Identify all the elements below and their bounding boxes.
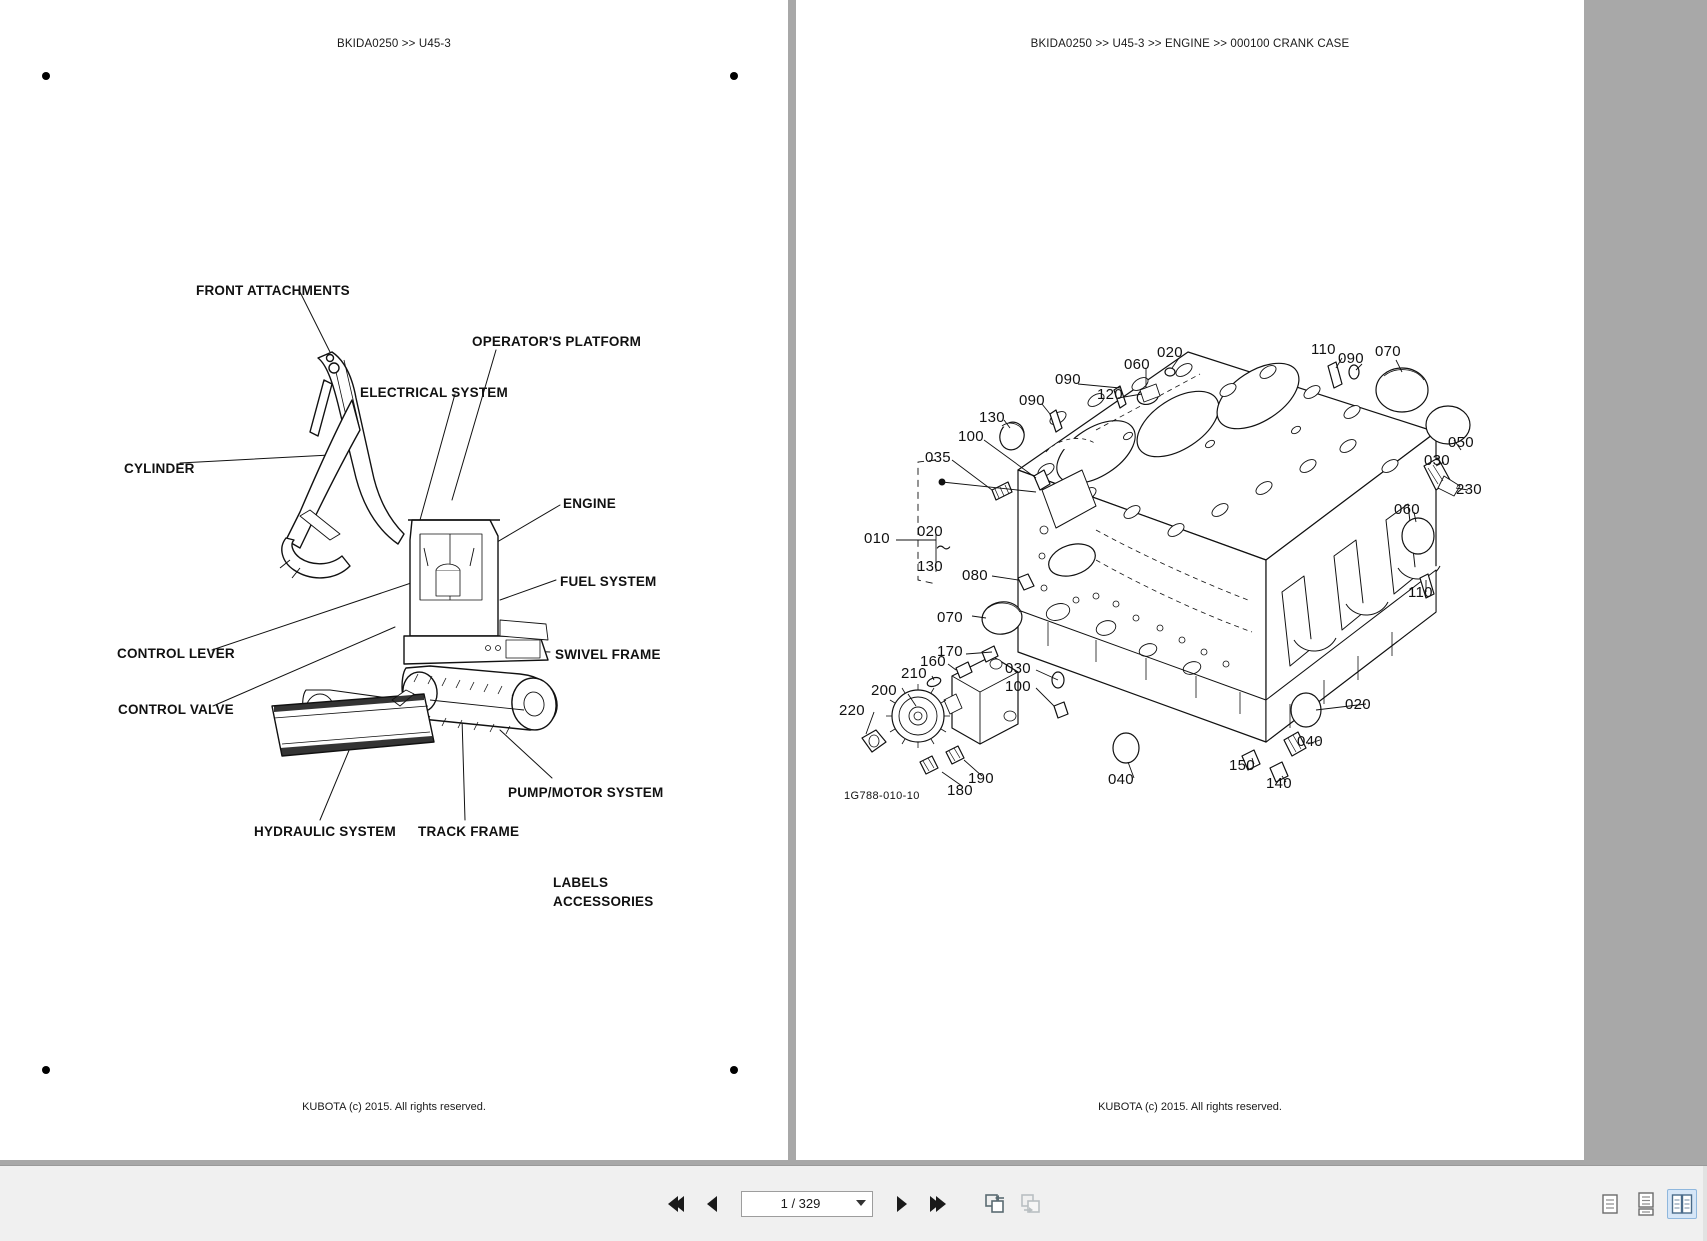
page-right-copyright: KUBOTA (c) 2015. All rights reserved. [1098,1101,1282,1113]
part-number: 090 [1338,350,1364,367]
part-number: 080 [962,567,988,584]
part-number: 040 [1108,771,1134,788]
part-number: 110 [1311,341,1336,358]
document-page-right[interactable]: BKIDA0250 >> U45-3 >> ENGINE >> 000100 C… [796,0,1584,1160]
callout-control-lever: CONTROL LEVER [117,646,235,661]
part-number: 190 [968,770,994,787]
page-gutter [788,0,796,1160]
single-page-view-button[interactable] [1595,1189,1625,1219]
part-number: 110 [1408,584,1433,601]
callout-cylinder: CYLINDER [124,461,195,476]
drawing-code: 1G788-010-10 [844,790,920,802]
part-number: 090 [1055,371,1081,388]
page-spread: BKIDA0250 >> U45-3 [0,0,1707,1160]
part-number: 180 [947,782,973,799]
callout-track-frame: TRACK FRAME [418,824,520,839]
part-number: 070 [937,609,963,626]
part-number: 050 [1448,434,1474,451]
single-page-view-icon [1602,1193,1618,1214]
crank-case-exploded-diagram [796,0,1584,1160]
next-page-button[interactable] [889,1191,915,1217]
page-right-breadcrumb: BKIDA0250 >> U45-3 >> ENGINE >> 000100 C… [1030,38,1350,50]
part-number: 130 [979,409,1005,426]
part-number: 160 [920,653,946,670]
part-number: 200 [871,682,897,699]
last-page-button[interactable] [925,1191,951,1217]
part-number: 220 [839,702,865,719]
callout-pump-motor-system: PUMP/MOTOR SYSTEM [508,785,664,800]
part-number: 020 [1157,344,1183,361]
part-number: 120 [1097,386,1123,403]
previous-page-icon [706,1195,717,1212]
callout-engine: ENGINE [563,496,616,511]
two-page-view-icon [1671,1193,1693,1214]
part-number: 070 [1375,343,1401,360]
part-number: 035 [925,449,951,466]
viewer-toolbar: 1 / 329 [0,1165,1707,1241]
next-page-icon [896,1195,907,1212]
callout-operators-platform: OPERATOR'S PLATFORM [472,334,642,349]
previous-view-icon [984,1193,1004,1213]
document-page-left[interactable]: BKIDA0250 >> U45-3 [0,0,788,1160]
continuous-scroll-view-icon [1638,1191,1654,1216]
callout-hydraulic-system: HYDRAULIC SYSTEM [254,824,396,839]
page-number-field[interactable]: 1 / 329 [740,1190,873,1217]
part-number: 210 [901,665,927,682]
toolbar-edge [1703,1166,1707,1241]
page-left-copyright: KUBOTA (c) 2015. All rights reserved. [302,1101,486,1113]
part-number: 020 [917,523,943,540]
callout-front-attachments: FRONT ATTACHMENTS [196,283,350,298]
part-number: 130 [917,558,943,575]
next-view-icon [1020,1193,1040,1213]
callout-labels: LABELS [553,875,609,890]
callout-fuel-system: FUEL SYSTEM [560,574,657,589]
range-tilde: 〜 [936,540,952,557]
part-number: 100 [1005,678,1031,695]
callout-accessories: ACCESSORIES [553,894,654,909]
chevron-down-icon [855,1200,866,1206]
part-number: 040 [1297,733,1323,750]
part-number: 060 [1124,356,1150,373]
first-page-button[interactable] [663,1191,689,1217]
two-page-view-button[interactable] [1667,1188,1697,1219]
part-number: 140 [1266,775,1292,792]
previous-page-button[interactable] [699,1191,725,1217]
part-number: 100 [958,428,984,445]
part-number: 030 [1424,452,1450,469]
previous-view-button[interactable] [983,1191,1009,1217]
registration-dot-top-left [42,72,50,80]
view-mode-group [1595,1188,1697,1219]
part-number: 170 [937,643,963,660]
continuous-scroll-view-button[interactable] [1631,1189,1661,1219]
first-page-icon [667,1195,684,1212]
page-dropdown-caret-icon[interactable] [850,1200,872,1207]
excavator-overview-diagram [0,0,788,1160]
next-view-button[interactable] [1019,1191,1045,1217]
page-left-breadcrumb: BKIDA0250 >> U45-3 [337,38,451,50]
registration-dot-bottom-left [42,1066,50,1074]
registration-dot-bottom-right [730,1066,738,1074]
part-number: 230 [1456,481,1482,498]
page-indicator-text: 1 / 329 [780,1196,821,1211]
last-page-icon [929,1195,946,1212]
callout-control-valve: CONTROL VALVE [118,702,234,717]
part-number: 090 [1019,392,1045,409]
toolbar-navigation-group: 1 / 329 [0,1190,1707,1217]
part-number: 030 [1005,660,1031,677]
callout-swivel-frame: SWIVEL FRAME [555,647,661,662]
callout-electrical-system: ELECTRICAL SYSTEM [360,385,508,400]
registration-dot-top-right [730,72,738,80]
part-number: 060 [1394,501,1420,518]
part-number: 020 [1345,696,1371,713]
part-number: 150 [1229,757,1255,774]
spread-background [1584,0,1707,1160]
part-number: 010 [864,530,890,547]
